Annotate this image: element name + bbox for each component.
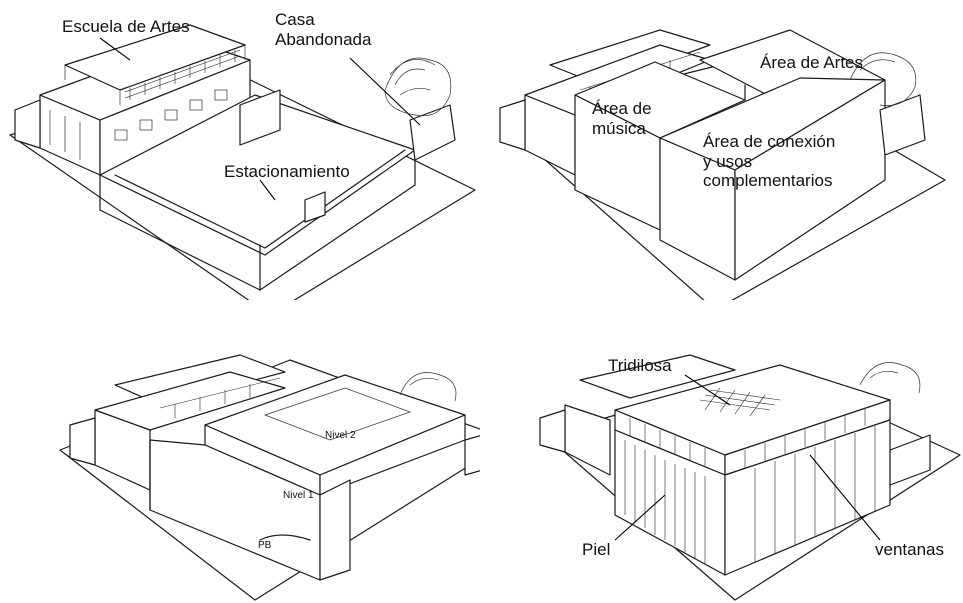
music-area-volume <box>574 61 746 231</box>
panel-existing-site <box>9 24 476 300</box>
label-abandoned-house: Casa Abandonada <box>275 10 372 49</box>
panel-final-proposal <box>539 354 961 601</box>
school-building <box>14 24 251 176</box>
leader-tridilosa <box>684 374 731 406</box>
leader-school <box>99 37 131 61</box>
label-school: Escuela de Artes <box>62 17 190 36</box>
parking-lot <box>99 89 416 291</box>
label-parking: Estacionamiento <box>224 162 350 181</box>
leader-skin <box>614 494 666 541</box>
school-building <box>539 354 736 476</box>
panel-levels <box>59 354 480 601</box>
label-level-2: Nivel 2 <box>325 430 356 441</box>
label-skin: Piel <box>582 540 611 559</box>
windows-band <box>629 408 866 468</box>
label-ground-floor: PB <box>258 540 272 551</box>
label-music-area: Área de música <box>592 99 652 138</box>
connection-volume <box>659 77 886 281</box>
abandoned-house <box>859 362 931 486</box>
level-1-volume <box>149 439 351 581</box>
school-building <box>69 354 286 491</box>
leader-house <box>349 57 421 126</box>
label-windows: ventanas <box>875 540 944 559</box>
label-connection-area: Área de conexión y usos complementarios <box>703 132 836 191</box>
label-tridilosa: Tridilosa <box>608 356 672 375</box>
label-level-1: Nivel 1 <box>283 490 314 501</box>
label-arts-area: Área de Artes <box>760 53 864 72</box>
abandoned-house <box>399 372 480 476</box>
abandoned-house <box>384 57 456 161</box>
panel-program-zoning <box>499 29 946 300</box>
level-2-volume <box>204 374 466 496</box>
abandoned-house <box>849 52 926 156</box>
leader-windows <box>809 454 881 541</box>
leader-parking <box>259 179 276 201</box>
